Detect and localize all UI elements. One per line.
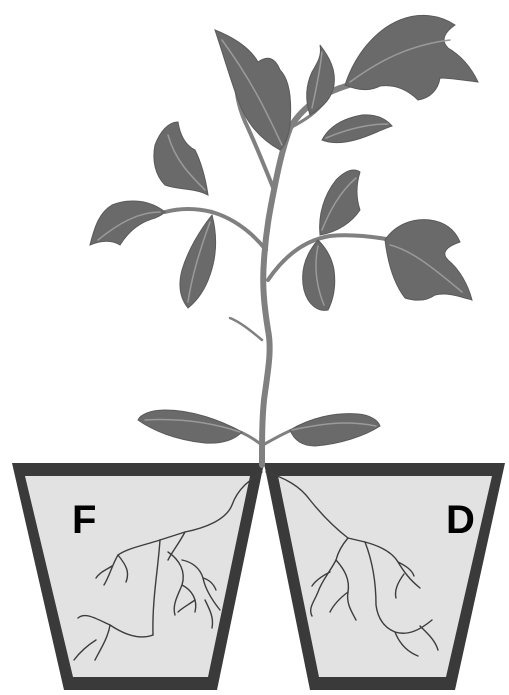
leaf bbox=[322, 115, 392, 143]
pot-label-left: F bbox=[72, 500, 96, 540]
leaf bbox=[385, 220, 472, 300]
pot-left bbox=[12, 463, 264, 690]
pot-label-right: D bbox=[446, 500, 475, 540]
leaf bbox=[307, 45, 335, 115]
leaf bbox=[290, 414, 380, 446]
leaf bbox=[345, 15, 478, 100]
plant-leaves bbox=[90, 15, 478, 446]
leaf bbox=[138, 410, 242, 443]
leaf bbox=[215, 30, 291, 150]
leaf bbox=[90, 201, 165, 245]
leaf bbox=[303, 240, 335, 310]
